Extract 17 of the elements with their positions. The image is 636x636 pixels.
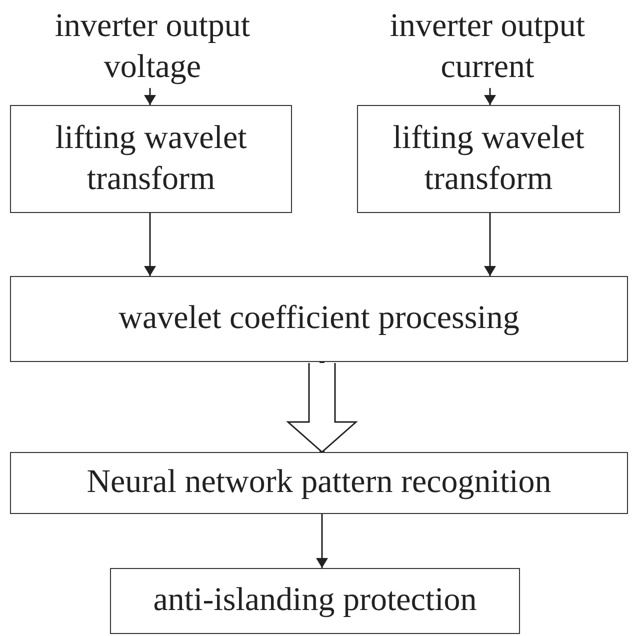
process-box <box>10 105 292 213</box>
box-label: lifting wavelet transform <box>392 118 586 199</box>
process-box <box>110 568 520 634</box>
box-label: wavelet coefficient processing <box>118 299 520 338</box>
box-label: anti-islanding protection <box>153 581 477 620</box>
arrow <box>144 213 156 276</box>
signal-label: inverter output current <box>388 6 586 87</box>
box-label: Neural network pattern recognition <box>86 463 552 502</box>
signal-label: inverter output voltage <box>54 6 252 87</box>
arrow <box>316 514 328 568</box>
arrow <box>484 213 496 276</box>
box-label: lifting wavelet transform <box>54 118 248 199</box>
arrow <box>144 88 156 105</box>
process-box <box>10 452 628 514</box>
process-box <box>357 105 620 213</box>
arrow <box>484 88 496 105</box>
process-box <box>10 276 628 362</box>
